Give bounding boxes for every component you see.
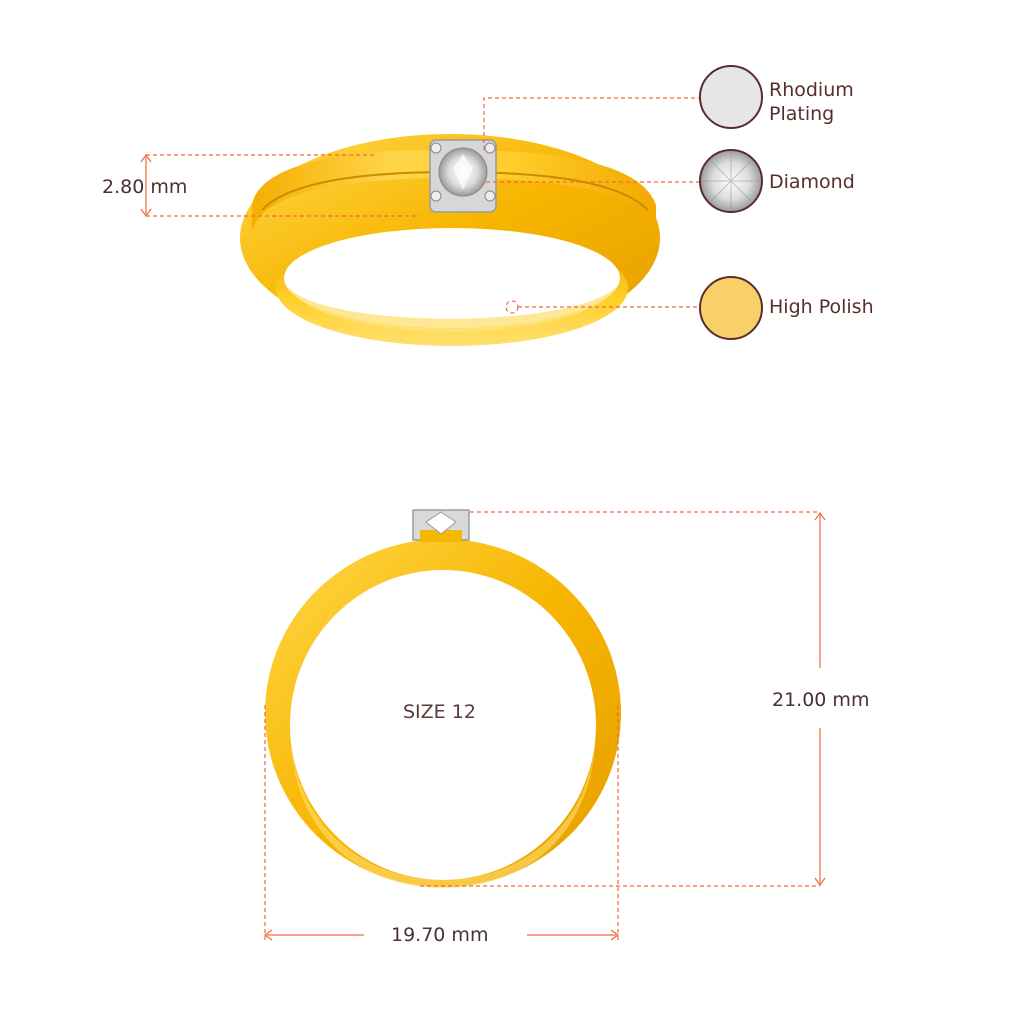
material-swatches: [699, 65, 763, 340]
callout-leaders: [483, 97, 700, 314]
high-polish-label: High Polish: [769, 296, 874, 318]
band-height-label: 2.80 mm: [102, 176, 188, 198]
rhodium-leader: [483, 97, 700, 150]
ring-front-view: [265, 509, 621, 888]
rhodium-plating-label: Rhodium Plating: [769, 79, 854, 125]
ring-height-dimension: [420, 511, 826, 887]
ring-size-label: SIZE 12: [403, 701, 476, 723]
ring-width-dimension: [263, 705, 620, 941]
ring-height-label: 21.00 mm: [772, 689, 870, 711]
polish-swatch: [699, 276, 763, 340]
rhodium-swatch: [699, 65, 763, 129]
band-height-dimension: [140, 153, 420, 218]
ring-perspective-view: [240, 134, 660, 346]
ring-width-label: 19.70 mm: [391, 924, 489, 946]
diamond-label: Diamond: [769, 171, 855, 193]
